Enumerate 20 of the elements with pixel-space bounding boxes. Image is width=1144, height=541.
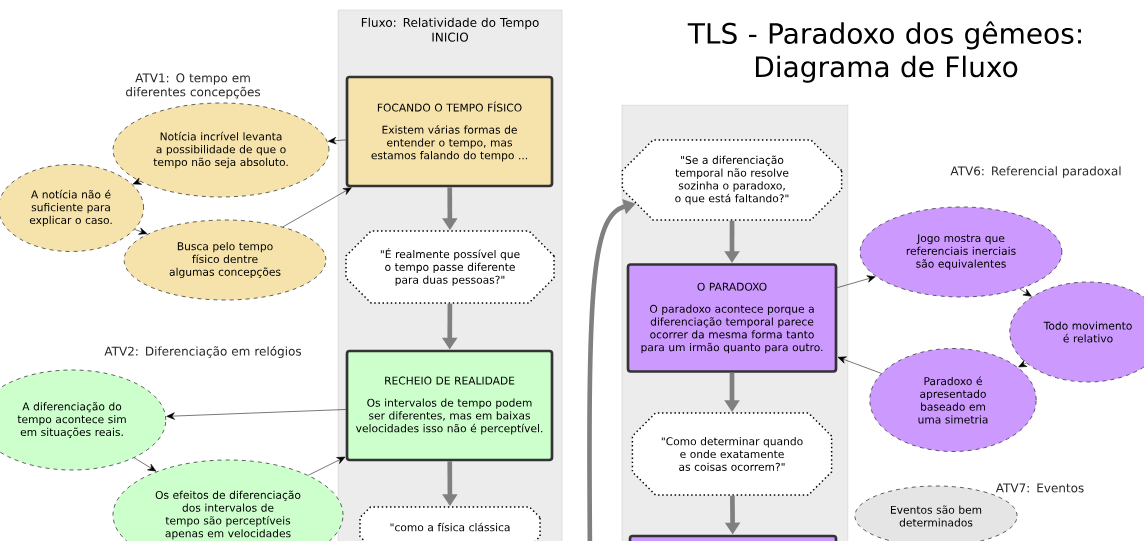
arrow xyxy=(166,409,346,420)
arrow xyxy=(134,227,148,235)
process-box xyxy=(628,534,838,541)
arrow xyxy=(837,275,876,288)
arrow xyxy=(133,457,157,472)
activity-label: ATV6: Referencial paradoxal xyxy=(950,166,1121,178)
process-box: O PARADOXO O paradoxo acontece porque a diferenciação temporal parece ocorrer da mesma forma tanto para um irmão quanto para outro. xyxy=(626,263,838,373)
process-box: RECHEIO DE REALIDADE Os intervalos de tempo podem ser diferentes, mas em baixas velocidades isso não é perceptível. xyxy=(345,349,554,462)
arrow xyxy=(837,356,882,374)
question-octagon: "Como determinar quando e onde exatamente as coisas ocorrem?" xyxy=(631,412,833,496)
activity-label: ATV2: Diferenciação em relógios xyxy=(104,345,302,359)
arrow xyxy=(308,456,346,476)
arrow xyxy=(282,187,352,228)
title: TLS - Paradoxo dos gêmeos: Diagrama de Fluxo xyxy=(687,21,1081,83)
arrow xyxy=(132,177,142,185)
question-octagon: "como a física clássica xyxy=(359,506,541,541)
arrow xyxy=(1018,360,1028,368)
arrow xyxy=(327,137,346,145)
process-box: FOCANDO O TEMPO FÍSICO Existem várias formas de entender o tempo, mas estamos falando do tempo ... xyxy=(345,75,554,188)
arrow xyxy=(1019,288,1032,297)
